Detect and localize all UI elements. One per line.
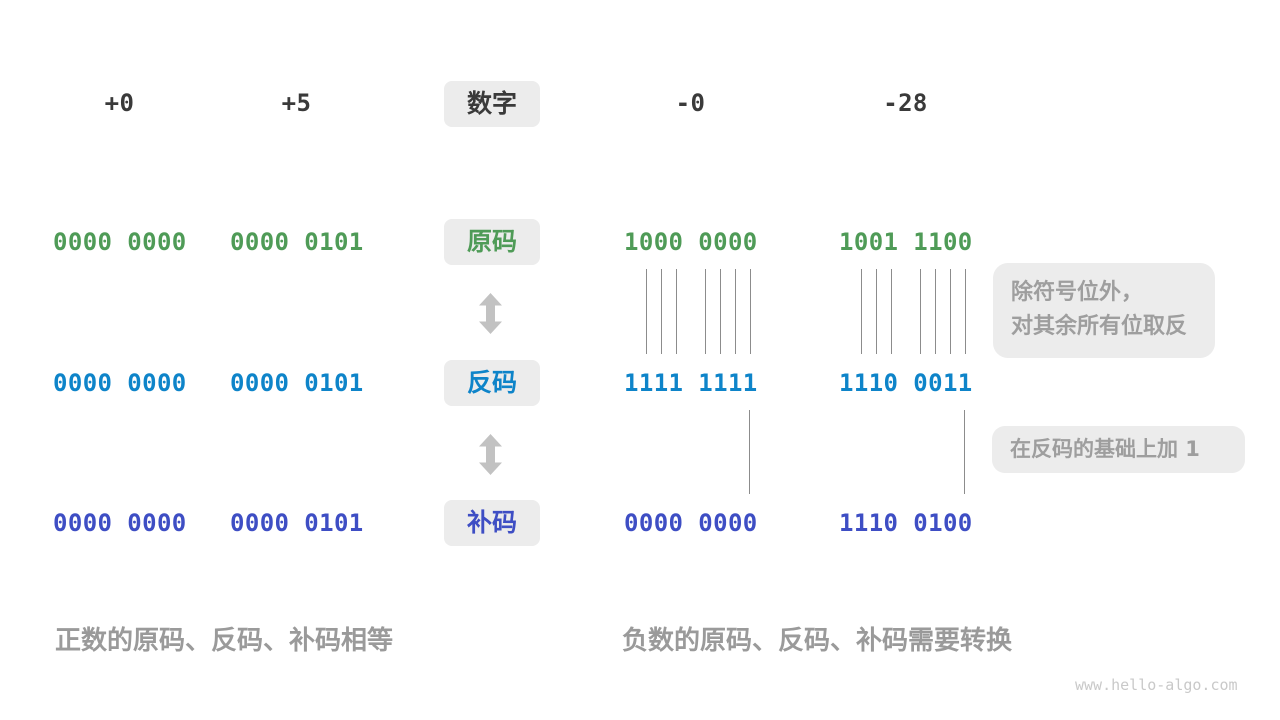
ones-complement-minus0: 1111 1111 [624, 369, 758, 397]
row-label-ones-complement: 反码 [444, 360, 540, 406]
bit-line [661, 269, 662, 354]
bit-line [920, 269, 921, 354]
bit-line [750, 269, 751, 354]
sign-magnitude-minus28: 1001 1100 [839, 228, 973, 256]
twos-complement-minus0: 0000 0000 [624, 509, 758, 537]
up-down-arrow-icon [477, 434, 504, 475]
twos-complement-plus5: 0000 0101 [230, 509, 364, 537]
header-number-minus28: -28 [883, 89, 928, 117]
annotation-invert-bits: 除符号位外， 对其余所有位取反 [993, 263, 1215, 358]
twos-complement-minus28: 1110 0100 [839, 509, 973, 537]
bit-line [950, 269, 951, 354]
header-number-plus5: +5 [281, 89, 312, 117]
bit-line [861, 269, 862, 354]
bit-line [735, 269, 736, 354]
bit-line [749, 410, 750, 494]
sign-magnitude-plus0: 0000 0000 [53, 228, 187, 256]
twos-complement-plus0: 0000 0000 [53, 509, 187, 537]
bit-line [964, 410, 965, 494]
ones-complement-plus5: 0000 0101 [230, 369, 364, 397]
annotation-add-one: 在反码的基础上加 1 [992, 426, 1245, 473]
ones-complement-minus28: 1110 0011 [839, 369, 973, 397]
watermark-url: www.hello-algo.com [1075, 676, 1238, 694]
caption-positive-numbers: 正数的原码、反码、补码相等 [55, 626, 394, 656]
annotation-invert-line1: 除符号位外， [1011, 280, 1144, 305]
header-number-plus0: +0 [104, 89, 135, 117]
bit-line [965, 269, 966, 354]
bit-line [646, 269, 647, 354]
column-label-number: 数字 [444, 81, 540, 127]
caption-negative-numbers: 负数的原码、反码、补码需要转换 [622, 626, 1013, 656]
bit-line [935, 269, 936, 354]
sign-magnitude-minus0: 1000 0000 [624, 228, 758, 256]
bit-line [891, 269, 892, 354]
annotation-invert-line2: 对其余所有位取反 [1011, 314, 1188, 339]
bit-line [720, 269, 721, 354]
row-label-sign-magnitude: 原码 [444, 219, 540, 265]
up-down-arrow-icon [477, 293, 504, 334]
sign-magnitude-plus5: 0000 0101 [230, 228, 364, 256]
header-number-minus0: -0 [675, 89, 706, 117]
row-label-twos-complement: 补码 [444, 500, 540, 546]
bit-line [876, 269, 877, 354]
ones-complement-plus0: 0000 0000 [53, 369, 187, 397]
bit-line [705, 269, 706, 354]
bit-line [676, 269, 677, 354]
